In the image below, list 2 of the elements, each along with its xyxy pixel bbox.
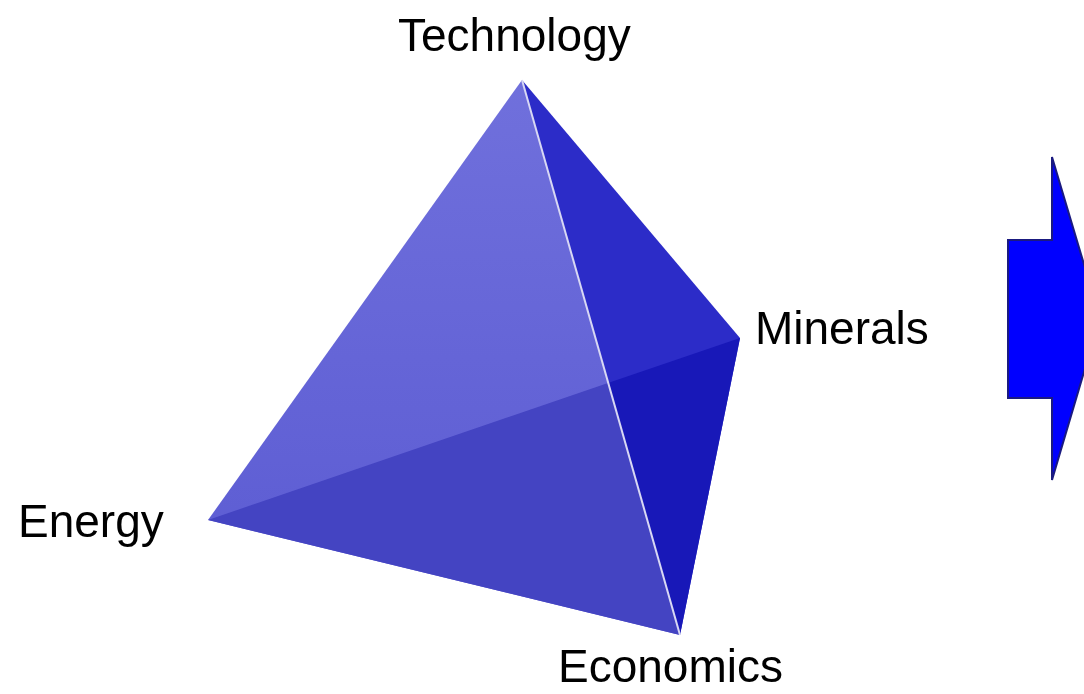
- vertex-label: Minerals: [755, 305, 929, 351]
- vertex-label: Economics: [558, 643, 783, 689]
